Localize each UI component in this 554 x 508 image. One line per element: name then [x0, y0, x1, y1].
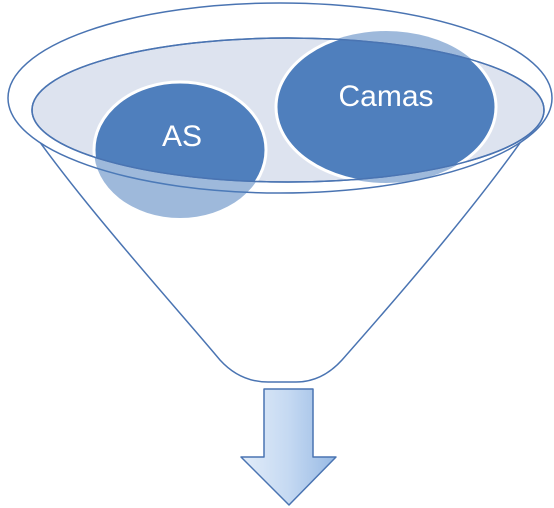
- circle-camas: [274, 38, 498, 182]
- down-arrow: [240, 388, 337, 506]
- funnel-rim-edge: [31, 37, 545, 183]
- circle-as: [92, 80, 268, 182]
- circle-as-label: AS: [162, 120, 202, 153]
- circle-camas-label: Camas: [338, 80, 433, 113]
- circle-upper-portions: [92, 38, 498, 182]
